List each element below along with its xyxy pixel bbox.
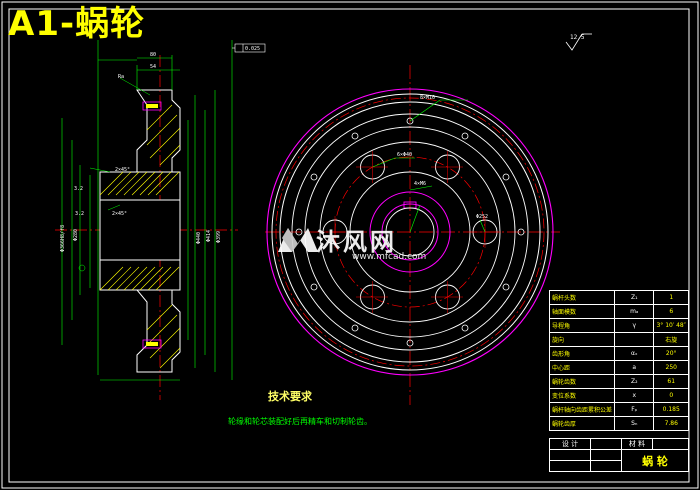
svg-text:8×M10: 8×M10 [420, 95, 435, 101]
parameter-symbol: αₓ [614, 346, 655, 361]
watermark-logo [278, 228, 318, 252]
svg-text:Φ366H8/f8: Φ366H8/f8 [60, 225, 66, 252]
blank-cell [549, 449, 591, 461]
svg-text:3.2: 3.2 [75, 211, 84, 217]
parameter-symbol: γ [614, 318, 655, 333]
tech-notes-text: 轮缘和轮芯装配好后再精车和切制轮齿。 [228, 417, 372, 426]
svg-text:2×45°: 2×45° [115, 167, 130, 173]
material-label: 材 料 [621, 438, 653, 450]
parameter-symbol: x [614, 388, 655, 403]
front-view: 8×M10 6×Φ40 4×M6 Φ252 [265, 65, 560, 405]
roughness-value: 12.5 [570, 34, 585, 41]
inner-frame [8, 8, 690, 483]
svg-text:Φ399: Φ399 [216, 231, 222, 243]
designer-label: 设 计 [549, 438, 591, 450]
part-name: 蜗 轮 [621, 449, 689, 472]
svg-text:Φ252: Φ252 [476, 214, 488, 220]
blank-cell [590, 460, 622, 472]
parameter-symbol: Z₁ [614, 290, 655, 305]
parameter-value: 0.185 [653, 402, 689, 417]
parameter-value: 6 [653, 304, 689, 319]
parameter-name: 蜗杆头数 [548, 290, 616, 305]
parameter-name: 变位系数 [548, 388, 616, 403]
blank-cell [590, 449, 622, 461]
roughness-symbol [565, 33, 592, 51]
parameter-value: 3° 10′ 48″ [653, 318, 689, 333]
parameter-name: 蜗轮齿厚 [548, 416, 616, 431]
svg-text:2×45°: 2×45° [112, 211, 127, 217]
parameter-name: 旋向 [548, 332, 616, 347]
svg-text:Ra: Ra [118, 74, 124, 80]
parameter-symbol: Z₂ [614, 374, 655, 389]
watermark-text: 沐风网 [316, 228, 397, 256]
svg-text:Φ440: Φ440 [196, 232, 202, 244]
parameter-name: 轴面模数 [548, 304, 616, 319]
svg-text:4×M6: 4×M6 [414, 181, 426, 187]
material-value [652, 438, 689, 450]
tech-notes-title: 技术要求 [268, 390, 312, 403]
svg-text:80: 80 [150, 52, 156, 58]
parameter-name: 蜗轮齿数 [548, 374, 616, 389]
drawing-title: A1-蜗轮 [8, 4, 146, 44]
title-block: 设 计 材 料 蜗 轮 [549, 438, 689, 472]
parameter-name: 蜗杆轴向齿距累积公差 [548, 402, 616, 417]
parameter-name: 中心距 [548, 360, 616, 375]
svg-text:54: 54 [150, 64, 156, 70]
svg-text:6×Φ40: 6×Φ40 [397, 152, 412, 158]
parameter-row: 旋向 右旋 [548, 332, 689, 347]
side-section-view: 2×45° 2×45° Ra 3.2 3.2 Φ366H8/f8 Φ280 Φ4… [55, 40, 266, 400]
svg-text:0.025: 0.025 [245, 46, 260, 52]
parameter-value: 61 [653, 374, 689, 389]
parameter-value: 右旋 [653, 332, 689, 347]
parameter-symbol: mₐ [614, 304, 655, 319]
svg-text:3.2: 3.2 [74, 186, 83, 192]
parameter-name: 齿形角 [548, 346, 616, 361]
parameter-value: 7.86 [653, 416, 689, 431]
parameter-value: 1 [653, 290, 689, 305]
watermark-url: www.mfcad.com [352, 252, 427, 262]
parameter-value: 0 [653, 388, 689, 403]
parameter-symbol: Sₙ [614, 416, 655, 431]
parameter-value: 20° [653, 346, 689, 361]
parameter-symbol: a [614, 360, 655, 375]
svg-text:Φ414: Φ414 [206, 230, 212, 242]
svg-text:Φ280: Φ280 [73, 229, 79, 241]
designer-value [590, 438, 622, 450]
parameter-symbol: Fₚ [614, 402, 655, 417]
parameter-value: 250 [653, 360, 689, 375]
parameter-symbol [614, 332, 655, 347]
blank-cell [549, 460, 591, 472]
parameter-name: 导程角 [548, 318, 616, 333]
